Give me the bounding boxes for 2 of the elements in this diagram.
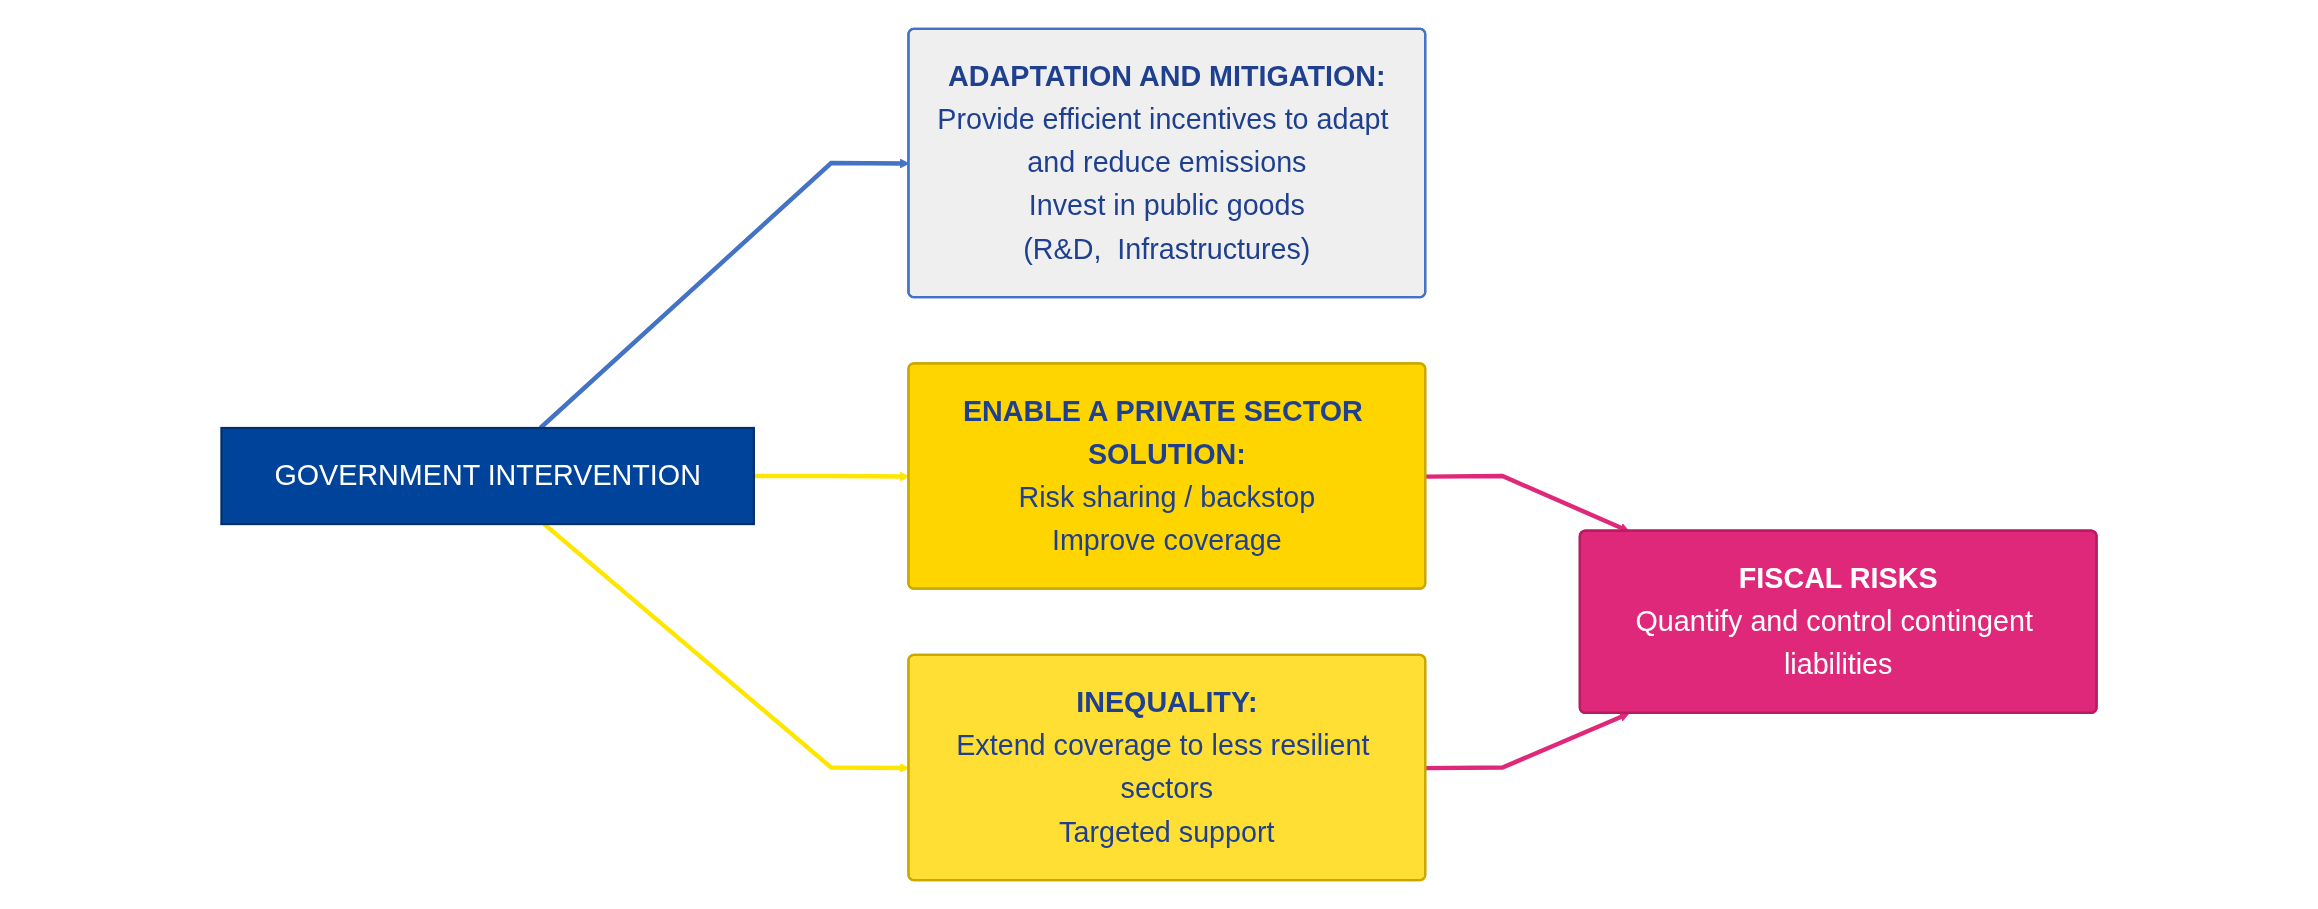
arrow [1425, 712, 1630, 771]
node-box: GOVERNMENT INTERVENTION [220, 426, 755, 526]
